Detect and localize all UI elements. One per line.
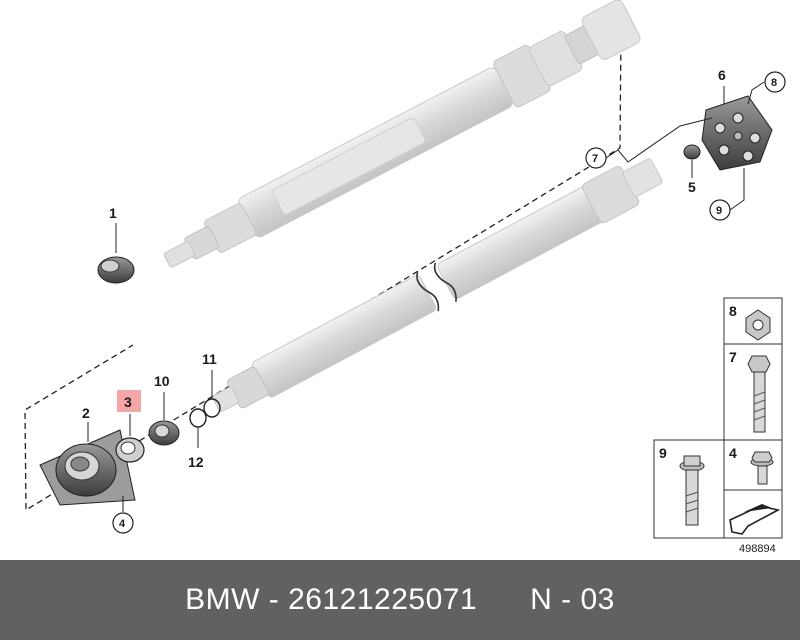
upper-propshaft — [163, 0, 641, 268]
callout-9-circle — [709, 199, 731, 221]
callout-5: 5 — [688, 179, 696, 195]
legend-label-9: 9 — [659, 445, 667, 461]
callout-7: 7 — [592, 153, 598, 165]
reference-number: 498894 — [739, 543, 776, 555]
callout-6: 6 — [718, 67, 726, 83]
part-3-bearing-ring — [115, 414, 145, 463]
flange-bolt-icon — [679, 455, 705, 526]
legend-cell-7 — [723, 343, 783, 441]
callout-4: 4 — [119, 518, 126, 530]
callout-2: 2 — [82, 405, 90, 421]
hex-bolt-icon — [747, 355, 771, 433]
part-6-flex-disc — [701, 86, 773, 171]
legend-label-7: 7 — [729, 349, 737, 365]
part-10-bearing — [148, 392, 180, 446]
callout-10: 10 — [154, 373, 170, 389]
propshaft-exploded-diagram: 1 2 3 4 5 6 7 8 9 10 11 12 8 7 9 — [24, 0, 786, 555]
part-12-circlip — [189, 408, 207, 448]
hex-bolt-with-washer-icon — [750, 451, 774, 485]
callout-8-circle — [764, 71, 786, 93]
callout-3-highlight — [117, 390, 141, 412]
fastener-legend: 8 7 9 4 — [653, 297, 783, 539]
callout-12: 12 — [188, 454, 204, 470]
callout-7-circle — [585, 147, 607, 169]
part-11-circlip — [203, 370, 221, 418]
part-1-grooved-nut — [97, 223, 135, 284]
leader-lines — [605, 81, 765, 211]
callout-9: 9 — [716, 205, 722, 217]
part-2-centre-bearing — [39, 422, 136, 506]
part-number-text: BMW - 26121225071 N - 03 — [185, 583, 615, 616]
legend-label-4: 4 — [729, 445, 737, 461]
part-number-footer: BMW - 26121225071 N - 03 — [0, 560, 800, 640]
lower-propshaft — [212, 158, 663, 412]
callout-8: 8 — [771, 77, 777, 89]
callout-1: 1 — [109, 205, 117, 221]
callout-4-circle — [112, 512, 134, 534]
callout-3: 3 — [124, 394, 132, 410]
legend-label-8: 8 — [729, 303, 737, 319]
callout-11: 11 — [202, 351, 217, 367]
part-5-centering-sleeve — [683, 144, 701, 178]
